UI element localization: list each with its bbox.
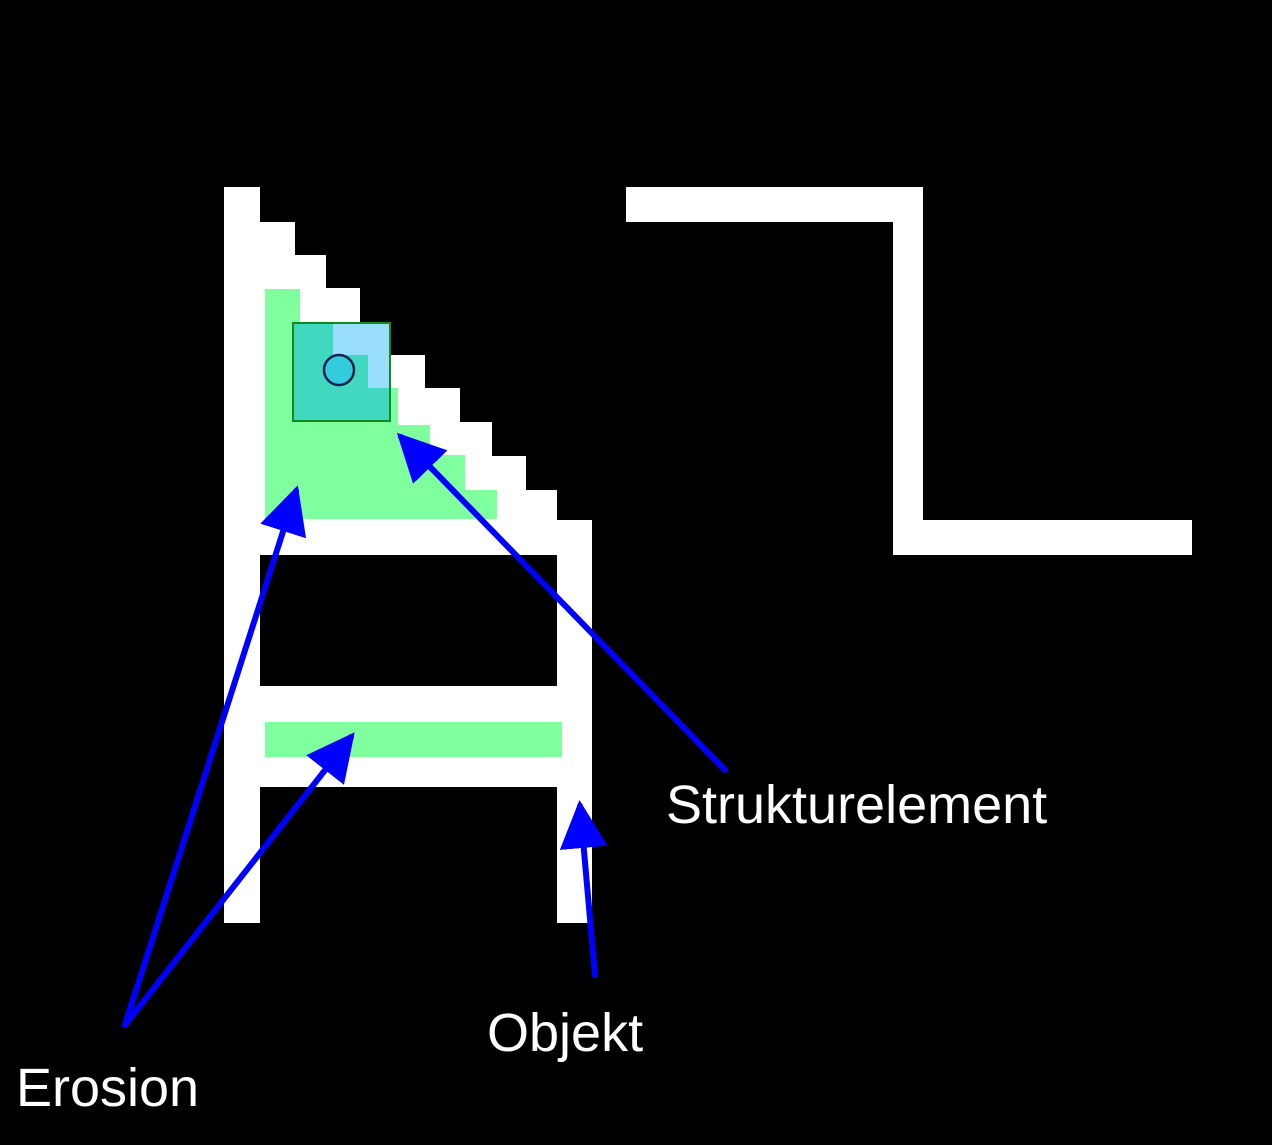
erosion-arrow-bar [122, 732, 355, 1028]
erosion-arrow-top [122, 485, 307, 1028]
z-shape [626, 187, 1192, 555]
erosion-bar [265, 722, 562, 757]
strukturelement-arrow [396, 432, 728, 773]
erosion-label: Erosion [16, 1058, 200, 1118]
strukturelement-label: Strukturelement [666, 775, 1048, 835]
arrows [122, 432, 728, 1028]
structuring-element [292, 322, 391, 422]
objekt-label: Objekt [487, 1003, 644, 1063]
origin-marker [322, 353, 356, 387]
objekt-arrow [559, 800, 608, 978]
